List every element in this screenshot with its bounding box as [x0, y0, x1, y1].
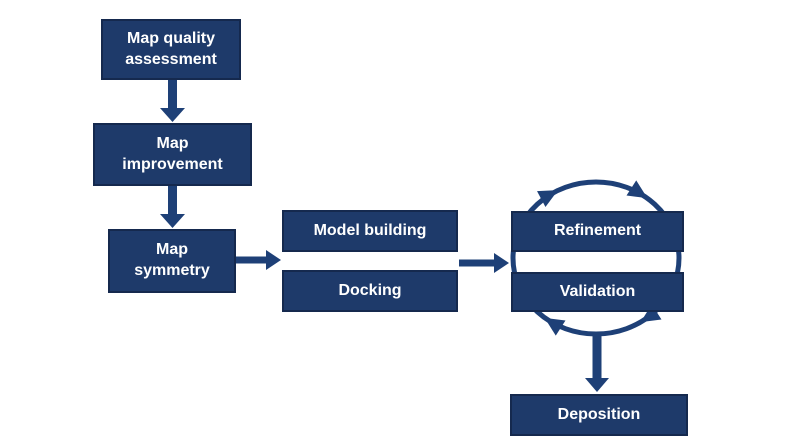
node-docking: Docking [282, 270, 458, 312]
node-validation: Validation [511, 272, 684, 312]
cycle-arrowhead-bottom-left [544, 317, 566, 336]
node-deposition: Deposition [510, 394, 688, 436]
node-map-symmetry: Map symmetry [108, 229, 236, 293]
node-label: Map improvement [122, 134, 223, 173]
node-map-improvement: Map improvement [93, 123, 252, 186]
node-map-quality-assessment: Map quality assessment [101, 19, 241, 80]
arrow-improvement-to-symmetry [160, 186, 185, 228]
cycle-arrowhead-top-left [537, 190, 559, 207]
node-label: Refinement [553, 222, 642, 240]
cycle-arrowhead-bottom-right [640, 304, 662, 323]
node-label: Map symmetry [134, 241, 210, 279]
arrow-cycle-to-deposition [585, 334, 609, 392]
node-label: Map quality assessment [125, 29, 217, 68]
node-label: Validation [559, 282, 636, 300]
arrow-building-docking-to-refinement-validation [459, 253, 509, 273]
arrow-symmetry-to-building-docking [236, 250, 281, 270]
arrow-quality-to-improvement [160, 80, 185, 122]
node-refinement: Refinement [511, 211, 684, 252]
node-label: Docking [338, 281, 402, 299]
cycle-arrow-circle [510, 179, 682, 337]
node-label: Model building [313, 221, 427, 239]
cycle-arrowhead-top-right [626, 180, 648, 199]
node-model-building: Model building [282, 210, 458, 252]
node-label: Deposition [557, 405, 641, 423]
